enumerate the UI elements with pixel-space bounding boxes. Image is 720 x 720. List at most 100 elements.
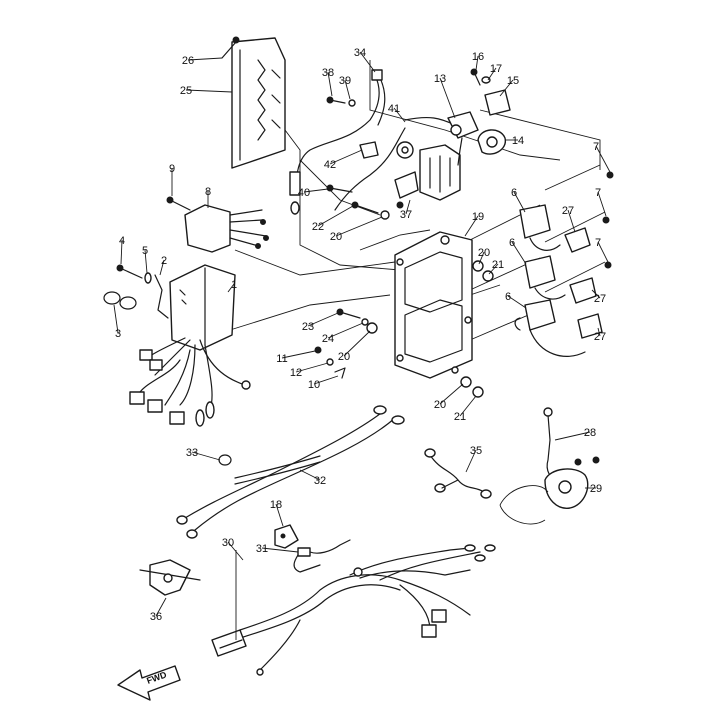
washer-part-21b [472,386,484,398]
coil-part-6c [514,299,586,357]
callout-33: 33 [186,447,198,459]
bracket-part-36 [139,559,201,596]
leader-7a [595,145,611,173]
leader-32 [299,469,321,481]
washer-part-12 [326,358,334,366]
callout-20c: 20 [338,351,350,363]
leader-28 [554,431,591,441]
harness-part-30 [211,544,496,676]
leader-39 [344,79,351,100]
harness-part-32 [176,405,405,539]
regulator-part-8 [184,204,269,253]
leader-12 [295,362,329,373]
callout-1: 1 [231,279,237,291]
leader-1 [227,283,235,293]
callout-12: 12 [290,367,302,379]
leader-5 [144,249,148,274]
leader-7b [597,191,607,217]
leader-23 [307,312,339,327]
callout-20b: 20 [478,247,490,259]
callout-7a: 7 [593,141,599,153]
bolt-part-7b [602,216,610,224]
leader-21a [488,263,499,275]
leader-13 [439,77,456,119]
callout-8: 8 [205,186,211,198]
leader-6a [513,191,526,213]
bolt-part-4 [116,264,143,279]
callout-20d: 20 [434,399,446,411]
relay-part-13 [447,111,479,166]
callout-34: 34 [354,47,366,59]
leader-30 [227,541,244,561]
callout-40: 40 [298,187,310,199]
leader-10 [313,375,339,385]
callout-32: 32 [314,475,326,487]
callout-36: 36 [150,611,162,623]
callout-16: 16 [472,51,484,63]
callout-11: 11 [276,353,287,365]
callout-5: 5 [142,245,148,257]
callout-20a: 20 [330,231,342,243]
leader-25 [185,89,233,93]
callout-13: 13 [434,73,446,85]
washer-part-5 [144,272,152,284]
screw-part-26 [221,36,240,59]
lead-wire-part-34 [289,69,386,215]
bolt-part-11 [314,346,322,354]
callout-27a: 27 [562,205,574,217]
leader-22 [317,205,354,227]
leader-40 [303,188,329,193]
callout-25: 25 [180,85,192,97]
nut-part-20c [366,322,378,334]
leader-20c [343,330,371,357]
cap-part-27b [569,277,597,304]
bolt-part-38 [326,96,346,104]
callout-27b: 27 [594,293,606,305]
coil-part-6a [519,204,561,251]
leader-34 [359,51,376,73]
leader-35 [465,449,477,473]
coil-part-6b [524,255,566,300]
callout-7c: 7 [595,237,601,249]
callout-30: 30 [222,537,234,549]
terminal-part-31 [293,539,351,573]
bolt-part-7a [606,171,614,179]
leader-26 [187,57,223,61]
callout-24: 24 [322,333,334,345]
callout-9: 9 [169,163,175,175]
callout-21a: 21 [492,259,504,271]
leader-17 [487,67,497,81]
clamp-part-3 [103,291,137,310]
callout-37: 37 [400,209,412,221]
callout-3: 3 [115,328,121,340]
leader-21b [459,395,477,417]
clip-part-10 [334,367,346,379]
wire-part-35 [424,448,492,499]
nut-part-20b [472,260,484,272]
leader-20d [439,383,464,405]
leader-27b [591,289,601,299]
callout-17: 17 [490,63,502,75]
leader-33 [191,451,221,461]
callout-21b: 21 [454,411,466,423]
callout-19: 19 [472,211,484,223]
callout-42: 42 [324,159,336,171]
callout-39: 39 [339,75,351,87]
washer-part-39 [348,99,356,107]
callout-23: 23 [302,321,314,333]
leader-37 [405,199,411,215]
callout-31: 31 [256,543,268,555]
fwd-arrow-icon: FWD [117,665,181,701]
leader-27a [567,209,576,233]
callout-6a: 6 [511,187,517,199]
leader-4 [120,239,123,265]
callout-35: 35 [470,445,482,457]
coil-part-37 [394,141,461,209]
leader-41 [393,107,406,123]
bolt-part-22 [351,201,379,214]
leader-19 [464,215,479,237]
leader-36 [155,597,167,617]
leader-27c [597,327,601,337]
